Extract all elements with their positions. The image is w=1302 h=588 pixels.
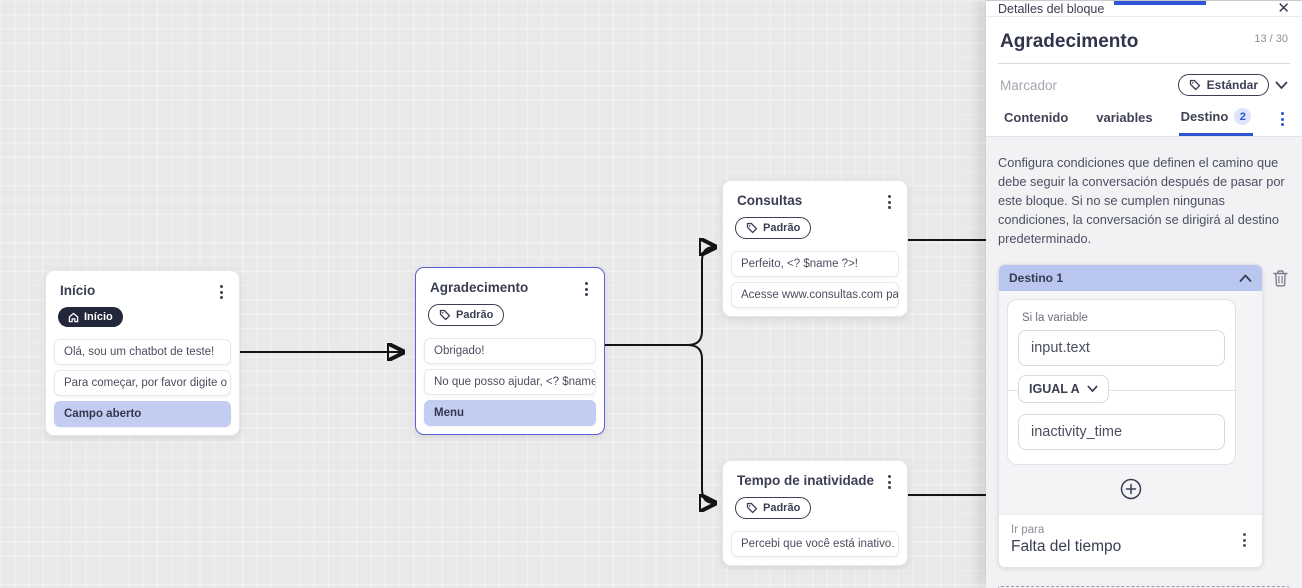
- node-consultas[interactable]: Consultas Padrão Perfeito, <? $name ?>! …: [722, 180, 908, 317]
- tab-destino[interactable]: Destino 2: [1178, 108, 1254, 136]
- destination-description: Configura condiciones que definen el cam…: [998, 155, 1285, 246]
- home-icon: [68, 312, 79, 322]
- node-message[interactable]: Obrigado!: [424, 338, 596, 364]
- node-message[interactable]: Olá, sou um chatbot de teste!: [54, 339, 231, 365]
- marker-input[interactable]: Marcador: [1000, 77, 1058, 93]
- tag-icon: [439, 309, 451, 321]
- kebab-menu-icon[interactable]: [216, 283, 227, 301]
- tab-count-badge: 2: [1234, 108, 1252, 125]
- node-message[interactable]: Percebi que você está inativo. C...: [731, 531, 899, 557]
- operator-select[interactable]: IGUAL A: [1018, 375, 1109, 403]
- variable-input[interactable]: input.text: [1018, 330, 1225, 366]
- value-input[interactable]: inactivity_time: [1018, 414, 1225, 450]
- tab-variables[interactable]: variables: [1094, 110, 1154, 136]
- tab-label: Contenido: [1004, 110, 1069, 125]
- badge-label: Padrão: [763, 502, 801, 514]
- node-message[interactable]: Perfeito, <? $name ?>!: [731, 251, 899, 277]
- node-inicio[interactable]: Início Início Olá, sou um chatbot de tes…: [45, 270, 240, 436]
- node-title: Início: [60, 283, 96, 298]
- marker-value: Estándar: [1206, 78, 1258, 92]
- goto-target[interactable]: Falta del tiempo: [1011, 538, 1122, 555]
- trash-icon[interactable]: [1271, 268, 1290, 292]
- node-message[interactable]: No que posso ajudar, <? $name ...: [424, 369, 596, 395]
- kebab-menu-icon[interactable]: [581, 280, 592, 298]
- destination-title: Destino 1: [1009, 271, 1064, 285]
- node-type-badge: Padrão: [428, 304, 505, 326]
- connector-agradecimento-consultas: [604, 247, 714, 346]
- condition-label: Si la variable: [1022, 312, 1088, 324]
- node-message[interactable]: Acesse www.consultas.com par...: [731, 282, 899, 308]
- connector-agradecimento-tempo: [687, 344, 714, 503]
- condition-card: Si la variable input.text IGUAL A inacti…: [1007, 299, 1236, 465]
- tab-contenido[interactable]: Contenido: [1002, 110, 1070, 136]
- chevron-down-icon: [1087, 385, 1098, 392]
- destination-card: Destino 1 Si la variable input.text IGUA…: [998, 264, 1263, 568]
- plus-circle-icon: [1120, 478, 1141, 500]
- node-type-badge: Padrão: [735, 217, 812, 239]
- add-condition-button[interactable]: [1120, 478, 1142, 503]
- char-counter: 13 / 30: [1254, 33, 1288, 45]
- operator-value: IGUAL A: [1029, 382, 1080, 396]
- tab-label: variables: [1096, 110, 1153, 125]
- tag-icon: [1189, 79, 1200, 91]
- goto-kebab-menu-icon[interactable]: [1239, 531, 1250, 549]
- active-tab-indicator: [1114, 1, 1206, 5]
- node-message[interactable]: Para começar, por favor digite o ...: [54, 370, 231, 396]
- node-action-item[interactable]: Menu: [424, 400, 596, 426]
- kebab-menu-icon[interactable]: [884, 473, 895, 491]
- close-icon[interactable]: ✕: [1277, 0, 1290, 17]
- node-title: Tempo de inatividade: [737, 473, 875, 488]
- tab-label: Destino: [1180, 109, 1229, 124]
- destination-header[interactable]: Destino 1: [999, 265, 1262, 291]
- tag-icon: [746, 502, 758, 514]
- chevron-down-icon[interactable]: [1275, 81, 1288, 90]
- chevron-up-icon[interactable]: [1239, 274, 1252, 283]
- kebab-menu-icon[interactable]: [884, 193, 895, 211]
- add-destination-button[interactable]: Agregar destino: [998, 586, 1290, 588]
- badge-label: Padrão: [456, 309, 494, 321]
- node-agradecimento[interactable]: Agradecimento Padrão Obrigado! No que po…: [415, 267, 605, 435]
- panel-header-title: Detalles del bloque: [998, 1, 1105, 16]
- node-title: Agradecimento: [430, 280, 529, 295]
- tabs-kebab-menu-icon[interactable]: [1277, 110, 1288, 128]
- goto-label: Ir para: [1011, 524, 1045, 536]
- top-tabbar-cutoff: [986, 0, 1302, 5]
- badge-label: Início: [84, 311, 113, 323]
- tag-icon: [746, 222, 758, 234]
- node-type-badge: Padrão: [735, 497, 812, 519]
- node-tempo-inatividade[interactable]: Tempo de inatividade Padrão Percebi que …: [722, 460, 908, 566]
- divider: [1008, 390, 1235, 391]
- badge-label: Padrão: [763, 222, 801, 234]
- node-action-item[interactable]: Campo aberto: [54, 401, 231, 427]
- block-details-panel: Detalles del bloque ✕ Agradecimento 13 /…: [986, 0, 1302, 588]
- node-type-badge: Início: [58, 307, 123, 327]
- block-name-input[interactable]: Agradecimento: [1000, 31, 1139, 52]
- node-title: Consultas: [737, 193, 803, 208]
- marker-select[interactable]: Estándar: [1177, 74, 1269, 96]
